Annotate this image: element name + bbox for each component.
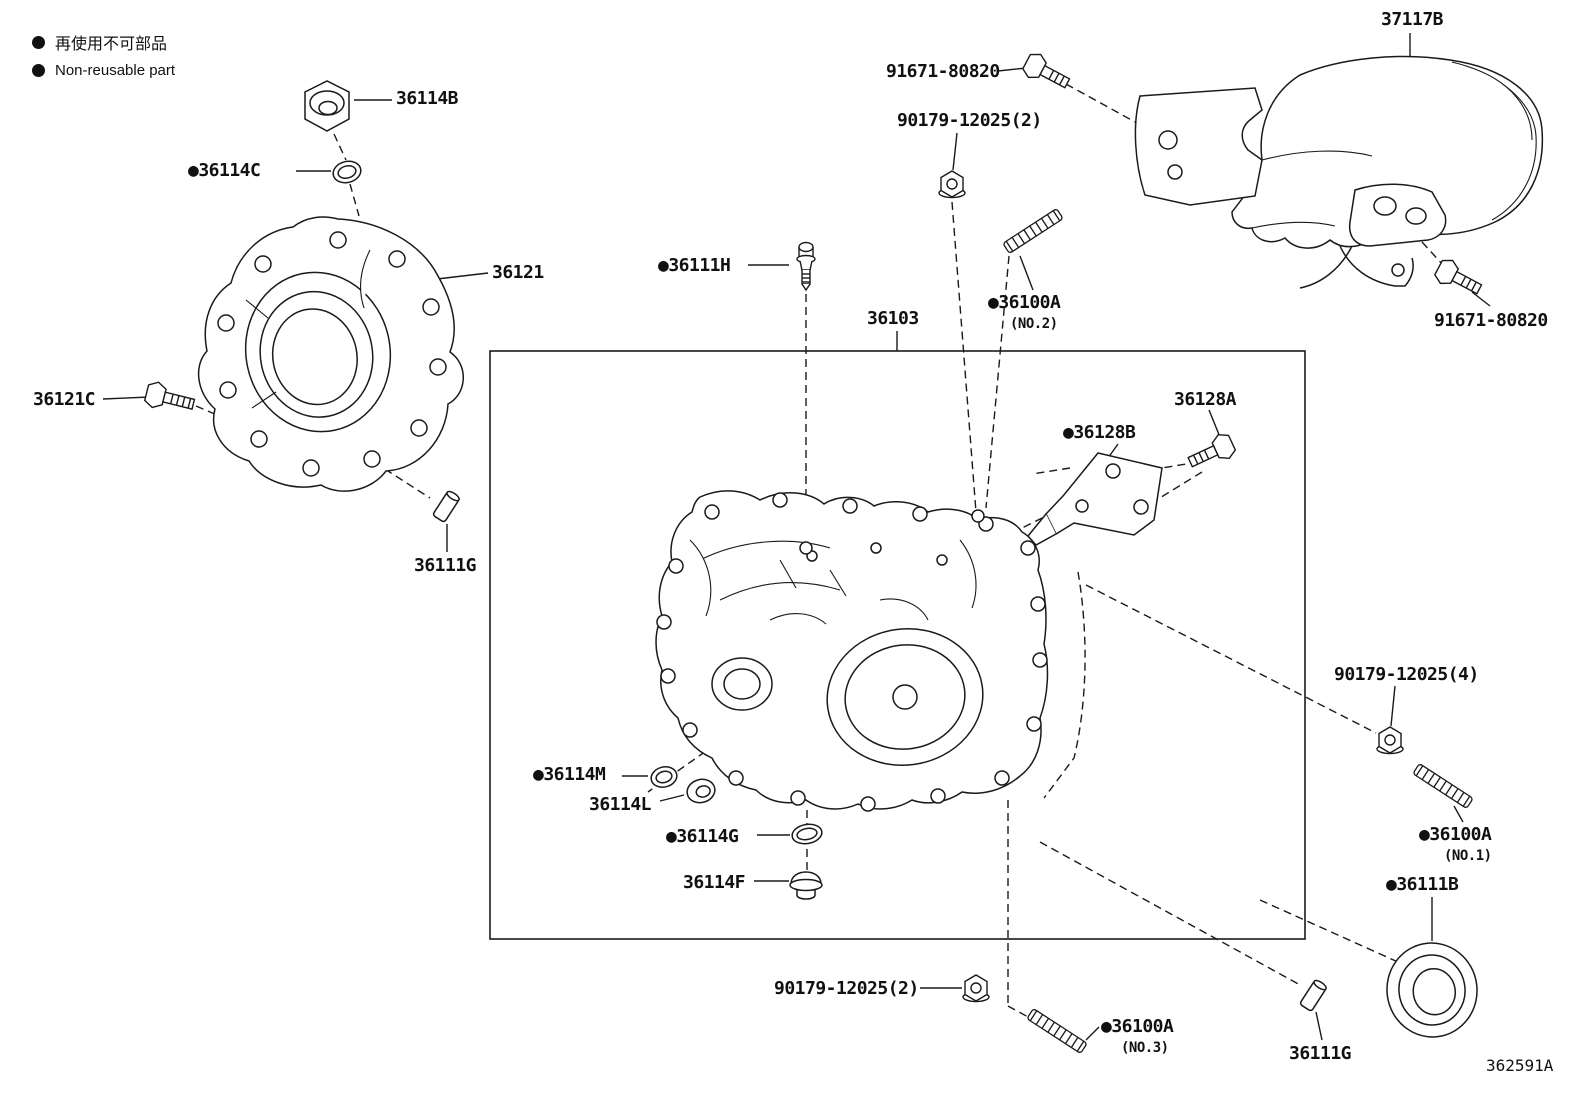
part-label-36100A-no1-sub: (NO.1) (1444, 848, 1492, 864)
part-36111G-pin-top (432, 490, 460, 523)
part-90179-12025-nut-bottom (962, 974, 990, 1003)
part-36100A-stud-no2 (1003, 209, 1063, 253)
part-36100A-stud-no3 (1027, 1009, 1087, 1053)
non-reusable-bullet-icon (32, 35, 45, 49)
non-reusable-bullet-icon (32, 64, 45, 77)
part-label-36114F[interactable]: 36114F (683, 872, 746, 893)
part-label-91671-80820-top[interactable]: 91671-80820 (886, 61, 1000, 82)
part-36128B-bracket (1027, 452, 1163, 546)
part-label-36100A-no2[interactable]: ●36100A (988, 292, 1061, 313)
part-36103-case (655, 490, 1049, 812)
part-label-36114G[interactable]: ●36114G (666, 826, 739, 847)
part-label-36100A-no1[interactable]: ●36100A (1419, 824, 1492, 845)
part-label-36128A[interactable]: 36128A (1174, 389, 1237, 410)
part-label-37117B[interactable]: 37117B (1381, 9, 1444, 30)
part-36114B-hex-plug (304, 80, 350, 132)
part-label-36100A-no3-sub: (NO.3) (1121, 1040, 1169, 1056)
legend-text-jp: 再使用不可部品 (55, 36, 168, 53)
part-label-91671-80820-right[interactable]: 91671-80820 (1434, 310, 1548, 331)
part-label-36111G-top[interactable]: 36111G (414, 555, 477, 576)
part-label-36103[interactable]: 36103 (867, 308, 919, 329)
part-label-36121C[interactable]: 36121C (33, 389, 96, 410)
part-label-36114B[interactable]: 36114B (396, 88, 459, 109)
legend-text-en: Non-reusable part (55, 62, 176, 79)
part-36114C-seal-ring (332, 160, 362, 184)
part-label-90179-12025-2-top[interactable]: 90179-12025(2) (897, 110, 1042, 131)
part-36111H-breather (796, 241, 816, 292)
part-36114F-plug (789, 871, 823, 900)
part-36121-housing (197, 216, 464, 492)
part-label-36111G-bottom[interactable]: 36111G (1289, 1043, 1352, 1064)
part-36114L-plug (686, 778, 716, 804)
part-label-90179-12025-2-bottom[interactable]: 90179-12025(2) (774, 978, 919, 999)
part-label-36114L[interactable]: 36114L (589, 794, 652, 815)
part-label-36111B[interactable]: ●36111B (1386, 874, 1459, 895)
part-label-36128B[interactable]: ●36128B (1063, 422, 1136, 443)
part-36121C-bolt (143, 381, 196, 410)
part-36114M-washer (650, 766, 678, 788)
legend-row-en: Non-reusable part (32, 62, 175, 79)
part-91671-80820-bolt-top (1022, 53, 1071, 89)
case-group-box (489, 350, 1306, 940)
diagram-code: 362591A (1486, 1056, 1554, 1075)
part-label-36100A-no3[interactable]: ●36100A (1101, 1016, 1174, 1037)
part-label-36111H[interactable]: ●36111H (658, 255, 731, 276)
part-36111B-oil-seal (1386, 942, 1478, 1038)
part-36128A-bolt (1187, 433, 1237, 468)
part-90179-12025-nut-top (938, 170, 966, 199)
part-label-36114M[interactable]: ●36114M (533, 764, 606, 785)
part-90179-12025-nut-right (1376, 726, 1404, 755)
legend: 再使用不可部品 Non-reusable part (32, 30, 175, 87)
part-label-36121[interactable]: 36121 (492, 262, 544, 283)
part-label-36114C[interactable]: ●36114C (188, 160, 261, 181)
part-91671-80820-bolt-right (1434, 259, 1483, 295)
part-36114G-gasket (791, 823, 823, 845)
part-label-90179-12025-4[interactable]: 90179-12025(4) (1334, 664, 1479, 685)
part-36100A-stud-no1 (1413, 764, 1473, 808)
legend-row-jp: 再使用不可部品 (32, 30, 175, 54)
part-label-36100A-no2-sub: (NO.2) (1010, 316, 1058, 332)
part-37117B-cover (1134, 55, 1544, 289)
part-36111G-pin-bottom (1299, 979, 1327, 1012)
